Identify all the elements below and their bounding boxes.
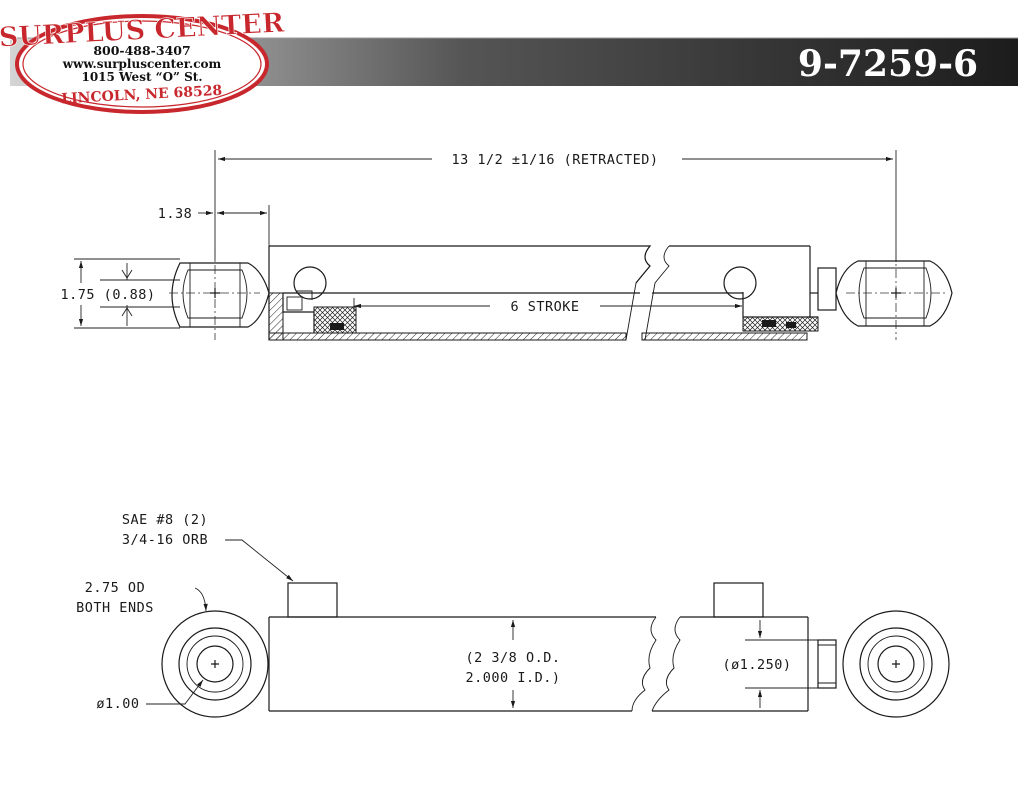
rod-end-stub	[817, 267, 837, 311]
right-clevis-end	[835, 252, 953, 340]
clevis-height-label: 1.75 (0.88)	[61, 287, 156, 303]
end-od-line1: 2.75 OD	[85, 580, 145, 596]
part-number: 9-7259-6	[798, 43, 978, 85]
logo-phone: 800-488-3407	[93, 43, 190, 58]
tube-wall-hatch-right	[641, 332, 808, 341]
logo-website: www.surpluscenter.com	[62, 57, 222, 71]
outline-view: SAE #8 (2) 3/4-16 ORB 2.75 OD BOTH ENDS …	[76, 512, 950, 718]
tube-od-label: (2 3/8 O.D.	[466, 650, 561, 666]
tube-wall-hatch	[268, 332, 627, 341]
right-end-eye	[842, 610, 950, 718]
barrel-outline-left	[268, 616, 657, 712]
overall-length-label: 13 1/2 ±1/16 (RETRACTED)	[451, 152, 658, 168]
port-spec-line2: 3/4-16 ORB	[122, 532, 208, 548]
tube-id-label: 2.000 I.D.)	[466, 670, 561, 686]
barrel-outline-right	[651, 616, 809, 712]
side-section-view: 13 1/2 ±1/16 (RETRACTED) 1.38 1.75 (0.88…	[61, 150, 953, 341]
logo-address: 1015 West “O” St.	[81, 70, 202, 84]
barrel-right-section	[641, 245, 837, 341]
gland-seal	[742, 316, 819, 332]
barrel-left-section	[268, 245, 652, 341]
pin-diameter-label: ø1.00	[96, 696, 139, 712]
rod-diameter-label: (ø1.250)	[722, 657, 791, 673]
rod-stub	[817, 639, 837, 689]
port-right	[713, 582, 764, 618]
port-left	[287, 582, 338, 618]
end-od-line2: BOTH ENDS	[76, 600, 154, 616]
left-end-eye	[161, 610, 269, 718]
pin-offset-label: 1.38	[158, 206, 193, 222]
stroke-label: 6 STROKE	[510, 299, 579, 315]
surplus-center-logo: SURPLUS CENTER 800-488-3407 www.surplusc…	[0, 7, 286, 114]
left-clevis-end	[169, 248, 270, 340]
port-spec-line1: SAE #8 (2)	[122, 512, 208, 528]
logo-oval	[15, 14, 269, 114]
